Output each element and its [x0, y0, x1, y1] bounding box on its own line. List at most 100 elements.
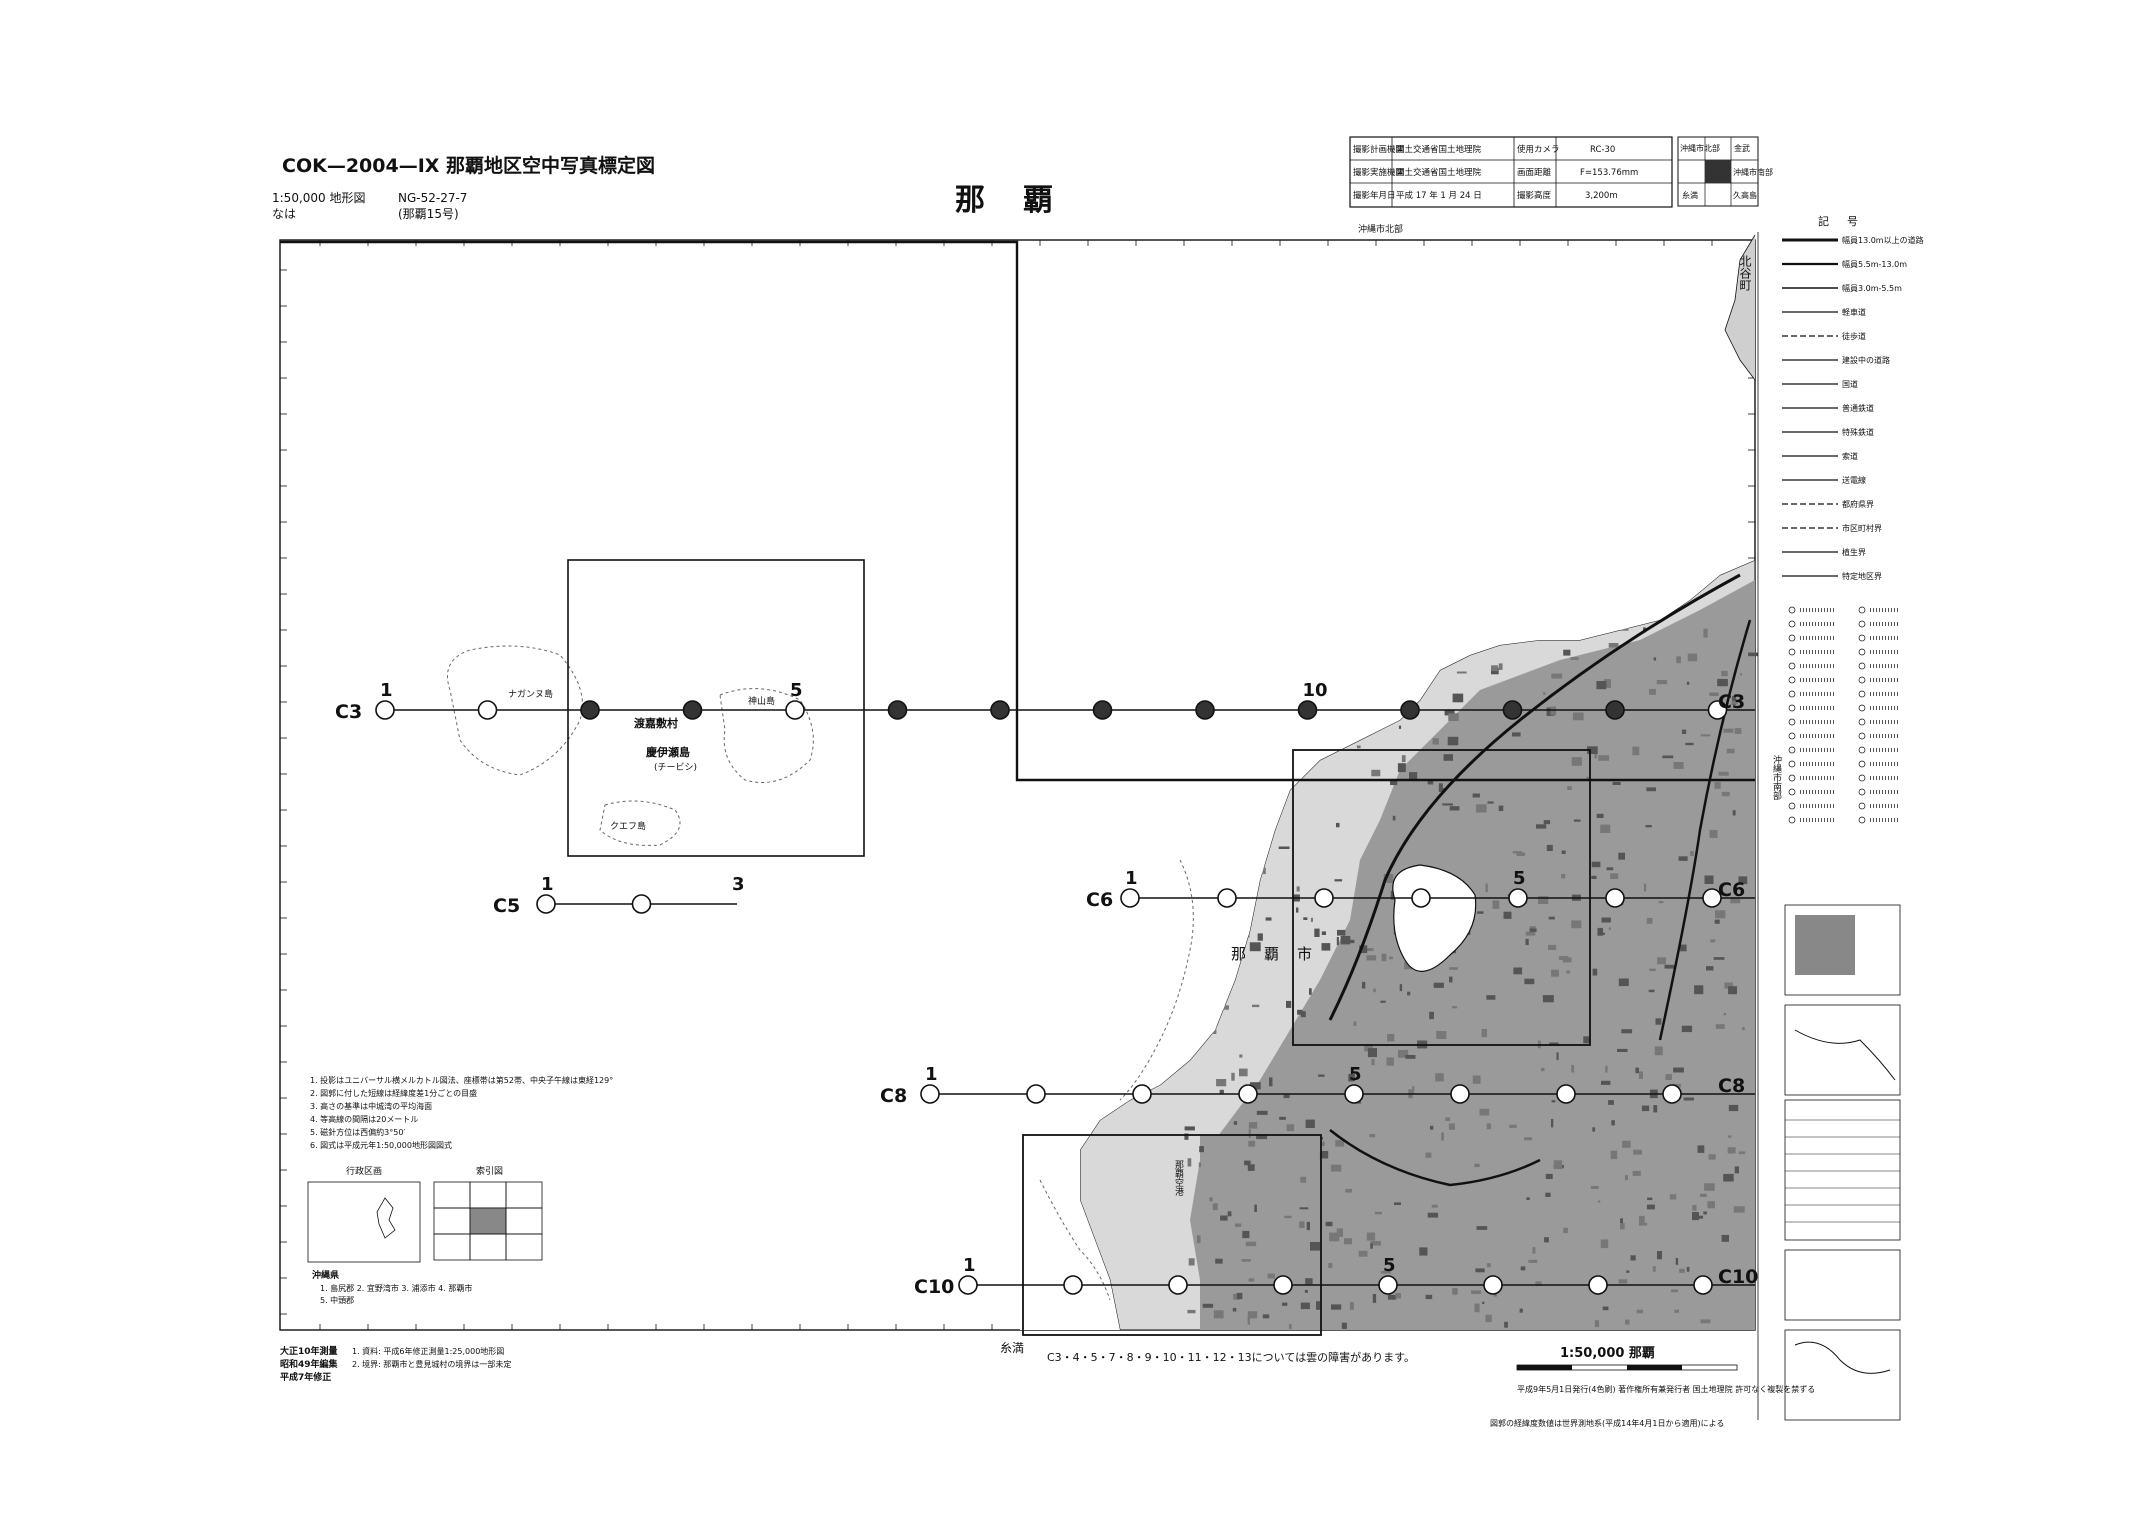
photo-center-c8-2[interactable]: [1026, 1084, 1046, 1104]
legend-item-9: 特殊鉄道: [1842, 427, 1874, 437]
photo-center-c10-2[interactable]: [1063, 1275, 1083, 1295]
building-block: [1563, 1227, 1568, 1234]
photo-center-c3-11[interactable]: [1400, 700, 1420, 720]
photo-center-c8-3[interactable]: [1132, 1084, 1152, 1104]
building-block: [1732, 810, 1736, 816]
building-block: [1381, 953, 1387, 962]
building-block: [1353, 1021, 1357, 1026]
building-block: [1594, 1320, 1600, 1328]
photo-center-c3-1[interactable]: [375, 700, 395, 720]
photo-center-c3-5[interactable]: [785, 700, 805, 720]
photo-center-c8-7[interactable]: [1556, 1084, 1576, 1104]
info-label-altitude: 撮影高度: [1517, 190, 1552, 201]
photo-center-c3-3[interactable]: [580, 700, 600, 720]
building-block: [1548, 916, 1555, 920]
photo-center-c3-14[interactable]: [1707, 700, 1728, 720]
photo-number: 1: [925, 1064, 938, 1085]
flight-line-end-label: C10: [1718, 1266, 1758, 1288]
photo-center-c3-13[interactable]: [1605, 700, 1625, 720]
photo-center-c3-8[interactable]: [1092, 700, 1113, 720]
legend-item-2: 幅員5.5m-13.0m: [1842, 259, 1907, 269]
photo-center-c5-2[interactable]: [631, 894, 652, 914]
photo-center-c8-5[interactable]: [1344, 1084, 1364, 1104]
photo-center-c3-6[interactable]: [887, 700, 908, 720]
building-block: [1697, 1145, 1705, 1153]
building-block: [1491, 665, 1498, 672]
legend-point-symbol: [1858, 634, 1866, 642]
flight-line-end-label: C3: [1718, 691, 1745, 713]
photo-center-c6-2[interactable]: [1217, 888, 1237, 908]
building-block: [1328, 1263, 1333, 1268]
building-block: [1254, 1204, 1257, 1212]
building-block: [1715, 910, 1726, 919]
photo-center-c3-4[interactable]: [682, 700, 703, 720]
photo-center-c6-4[interactable]: [1411, 888, 1431, 908]
building-block: [1649, 968, 1656, 972]
legend-point-symbol: [1858, 704, 1866, 712]
building-block: [1625, 1319, 1630, 1325]
photo-center-c6-5[interactable]: [1508, 888, 1528, 908]
building-block: [1695, 1215, 1704, 1219]
highway: [1329, 1129, 1541, 1187]
photo-center-c8-4[interactable]: [1238, 1084, 1258, 1104]
building-block: [1257, 933, 1263, 941]
index-grid-cell: [469, 1207, 507, 1235]
photo-center-c3-7[interactable]: [990, 700, 1010, 720]
building-block: [1655, 1018, 1662, 1025]
legend-point-symbol: [1788, 704, 1796, 712]
photo-center-c8-1[interactable]: [920, 1084, 940, 1104]
building-block: [1734, 1166, 1739, 1174]
building-block: [1325, 1221, 1333, 1227]
photo-center-c8-8[interactable]: [1662, 1084, 1682, 1104]
building-block: [1248, 1129, 1251, 1138]
photo-center-c8-6[interactable]: [1450, 1084, 1470, 1104]
photo-center-c3-10[interactable]: [1297, 700, 1318, 720]
building-block: [1247, 1164, 1255, 1171]
building-block: [1594, 753, 1597, 759]
building-block: [1334, 879, 1343, 882]
building-block: [1435, 1073, 1444, 1082]
building-block: [1639, 1215, 1645, 1224]
building-block: [1284, 1215, 1292, 1219]
building-block: [1681, 1025, 1693, 1033]
photo-center-c3-2[interactable]: [477, 700, 498, 720]
building-block: [1673, 762, 1684, 769]
building-block: [1486, 1263, 1491, 1268]
legend-point-symbol: [1788, 718, 1796, 726]
photo-center-c6-1[interactable]: [1120, 888, 1140, 908]
photo-center-c6-6[interactable]: [1605, 888, 1625, 908]
photo-center-c6-7[interactable]: [1702, 888, 1722, 908]
building-block: [1247, 1315, 1250, 1325]
legend-point-symbol: [1858, 802, 1866, 810]
photo-center-c10-7[interactable]: [1588, 1275, 1608, 1295]
building-block: [1597, 1200, 1601, 1203]
building-block: [1528, 1259, 1538, 1263]
building-block: [1519, 1308, 1523, 1313]
photo-center-c3-12[interactable]: [1502, 700, 1523, 720]
reef-outline: [1039, 1179, 1111, 1301]
photo-center-c3-9[interactable]: [1195, 700, 1215, 720]
history-note-1: 1. 資料: 平成6年修正測量1:25,000地形図: [352, 1346, 504, 1356]
building-block: [1591, 875, 1597, 879]
photo-center-c10-5[interactable]: [1378, 1275, 1398, 1295]
building-block: [1715, 1024, 1725, 1029]
building-block: [1209, 1197, 1213, 1202]
photo-center-c10-4[interactable]: [1273, 1275, 1293, 1295]
photo-center-c10-6[interactable]: [1483, 1275, 1503, 1295]
building-block: [1731, 696, 1737, 705]
building-block: [1370, 1241, 1381, 1246]
photo-center-c5-1[interactable]: [536, 894, 556, 914]
map-series: 1:50,000 地形図: [272, 191, 365, 205]
photo-center-c10-3[interactable]: [1168, 1275, 1188, 1295]
legend-point-symbol: [1858, 774, 1866, 782]
building-block: [1571, 757, 1582, 766]
building-block: [1481, 1029, 1487, 1038]
adjacent-cell-0: 沖縄市北部: [1680, 143, 1720, 153]
building-block: [1664, 964, 1675, 969]
photo-center-c6-3[interactable]: [1314, 888, 1334, 908]
photo-center-c10-8[interactable]: [1693, 1275, 1713, 1295]
legend-point-symbol: [1788, 620, 1796, 628]
highway: [1658, 619, 1752, 1041]
photo-center-c10-1[interactable]: [958, 1275, 978, 1295]
